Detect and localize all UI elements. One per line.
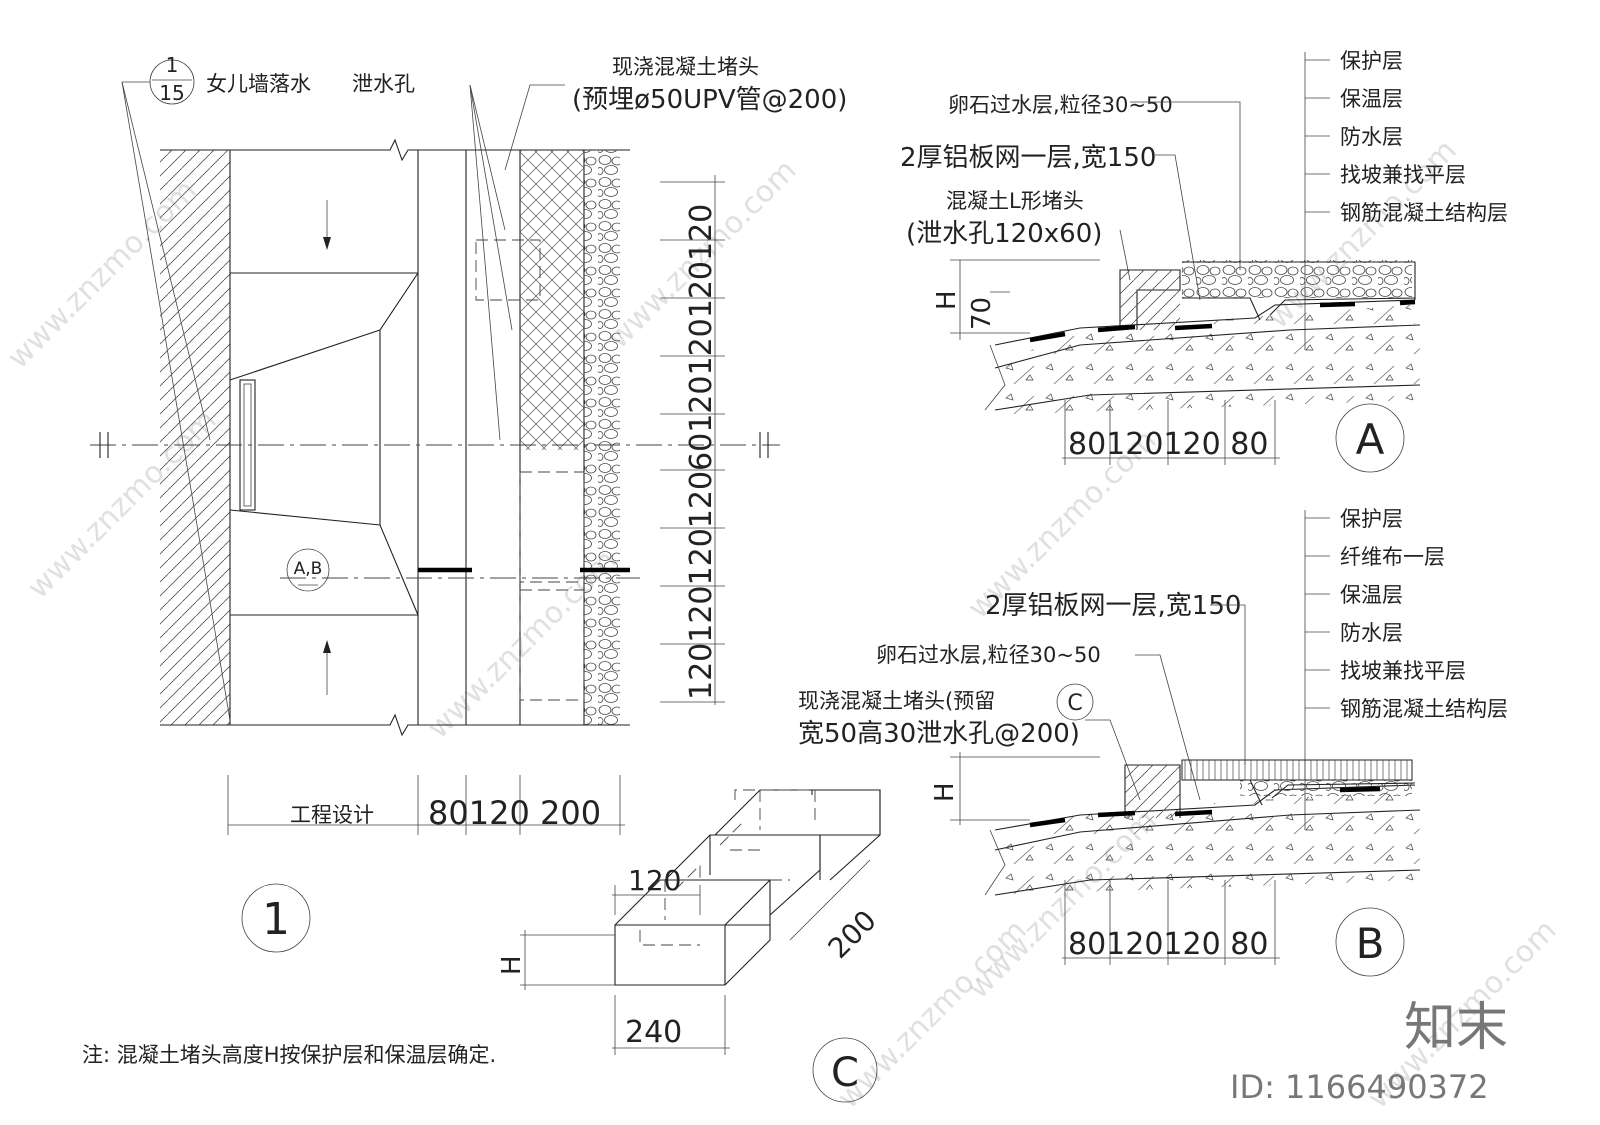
c-dim-240: 240: [625, 1015, 682, 1050]
b-layer-item: 保温层: [1340, 583, 1403, 607]
a-lhead-note: (泄水孔120x60): [906, 219, 1102, 249]
b-dims: 80120120 80: [1068, 927, 1268, 962]
note-text: 注: 混凝土堵头高度H按保护层和保温层确定.: [82, 1043, 496, 1067]
b-layer-list: 保护层 纤维布一层 保温层 防水层 找坡兼找平层 钢筋混凝土结构层: [1305, 507, 1508, 721]
callout-bottom: 15: [159, 81, 184, 105]
detail-a: 卵石过水层,粒径30~50 2厚铝板网一层,宽150 混凝土L形堵头 (泄水孔1…: [900, 49, 1508, 473]
plan-view: 1 15 女儿墙落水 泄水孔 现浇混凝土堵头 (预埋ø50UPV管@200): [90, 53, 847, 953]
a-dims: 80120120 80: [1068, 427, 1268, 462]
a-layer-item: 找坡兼找平层: [1340, 163, 1466, 187]
a-dim-70: 70: [967, 297, 997, 330]
a-layer-item: 钢筋混凝土结构层: [1340, 201, 1508, 225]
c-label: C: [831, 1050, 859, 1096]
b-cast-head: 现浇混凝土堵头(预留: [798, 689, 995, 713]
a-layer-item: 防水层: [1340, 125, 1403, 149]
b-dim-h: H: [930, 782, 960, 802]
b-layer-item: 防水层: [1340, 621, 1403, 645]
a-gravel-label: 卵石过水层,粒径30~50: [948, 93, 1173, 117]
c-dim-h: H: [497, 955, 527, 975]
b-mesh-label: 2厚铝板网一层,宽150: [985, 591, 1241, 621]
b-label: B: [1356, 919, 1385, 968]
a-lhead-label: 混凝土L形堵头: [946, 189, 1084, 213]
a-layer-item: 保温层: [1340, 87, 1403, 111]
a-mesh-label: 2厚铝板网一层,宽150: [900, 143, 1156, 173]
drain-hole-label: 泄水孔: [352, 72, 415, 96]
vertical-dims: 12012012012060120120120120: [684, 204, 719, 700]
cast-head-note: (预埋ø50UPV管@200): [572, 85, 847, 115]
view-number: 1: [262, 894, 290, 945]
c-dim-120: 120: [628, 864, 681, 897]
callout-text: 女儿墙落水: [206, 72, 311, 96]
a-dim-h: H: [932, 290, 962, 310]
horizontal-dims: 80120 200: [428, 794, 601, 832]
b-gravel-label: 卵石过水层,粒径30~50: [876, 643, 1101, 667]
a-layer-item: 保护层: [1340, 49, 1403, 73]
c-dim-200: 200: [822, 904, 883, 965]
brand-logo: 知末: [1404, 998, 1508, 1058]
callout-top: 1: [166, 53, 179, 77]
b-layer-item: 钢筋混凝土结构层: [1340, 697, 1508, 721]
a-layer-list: 保护层 保温层 防水层 找坡兼找平层 钢筋混凝土结构层: [1305, 49, 1508, 225]
b-ref-c: C: [1067, 691, 1082, 716]
detail-b: 保护层 纤维布一层 保温层 防水层 找坡兼找平层 钢筋混凝土结构层 2厚铝板网一…: [798, 507, 1508, 977]
detail-c: 120 200 H 240 C: [497, 789, 883, 1103]
a-label: A: [1356, 415, 1385, 464]
b-cast-head-note: 宽50高30泄水孔@200): [798, 719, 1080, 749]
project-label: 工程设计: [290, 803, 374, 827]
b-layer-item: 保护层: [1340, 507, 1403, 531]
cast-head-label: 现浇混凝土堵头: [612, 55, 759, 79]
b-layer-item: 纤维布一层: [1340, 545, 1445, 569]
id-text: ID: 1166490372: [1230, 1068, 1489, 1106]
b-layer-item: 找坡兼找平层: [1340, 659, 1466, 683]
section-ref: A,B: [294, 559, 323, 579]
